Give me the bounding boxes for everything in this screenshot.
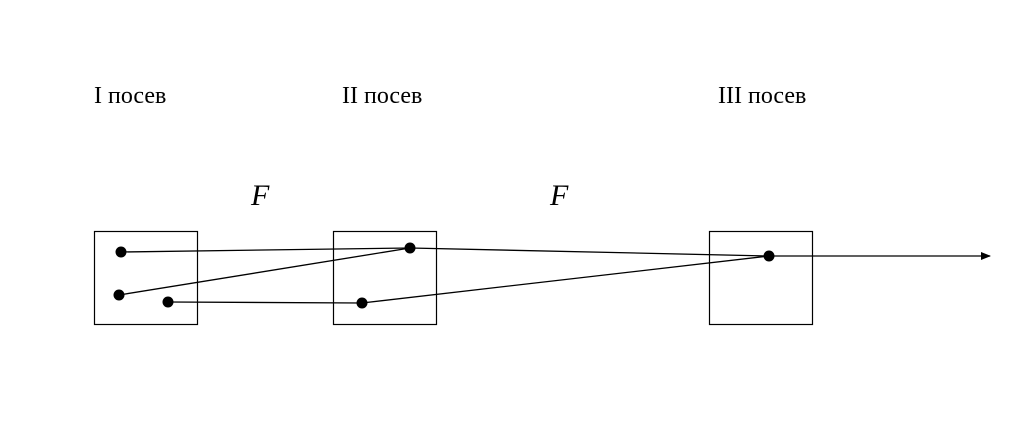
node-dot <box>404 242 416 254</box>
passage-1-box <box>93 230 199 326</box>
link-line <box>120 247 411 253</box>
node-dot <box>356 297 368 309</box>
passage-3-box <box>708 230 814 326</box>
passage-3-label: III посев <box>718 83 806 109</box>
node-dot <box>162 296 174 308</box>
link-line <box>167 301 363 304</box>
passage-1-label: I посев <box>94 83 166 109</box>
passage-2-box <box>332 230 438 326</box>
link-line <box>361 255 770 304</box>
f-mark-1: F <box>250 179 270 212</box>
node-dot <box>115 246 127 258</box>
node-dot <box>763 250 775 262</box>
f-mark-2: F <box>549 179 569 212</box>
passage-2-label: II посев <box>342 83 422 109</box>
node-dot <box>113 289 125 301</box>
link-line <box>409 247 770 257</box>
link-line <box>118 247 411 296</box>
